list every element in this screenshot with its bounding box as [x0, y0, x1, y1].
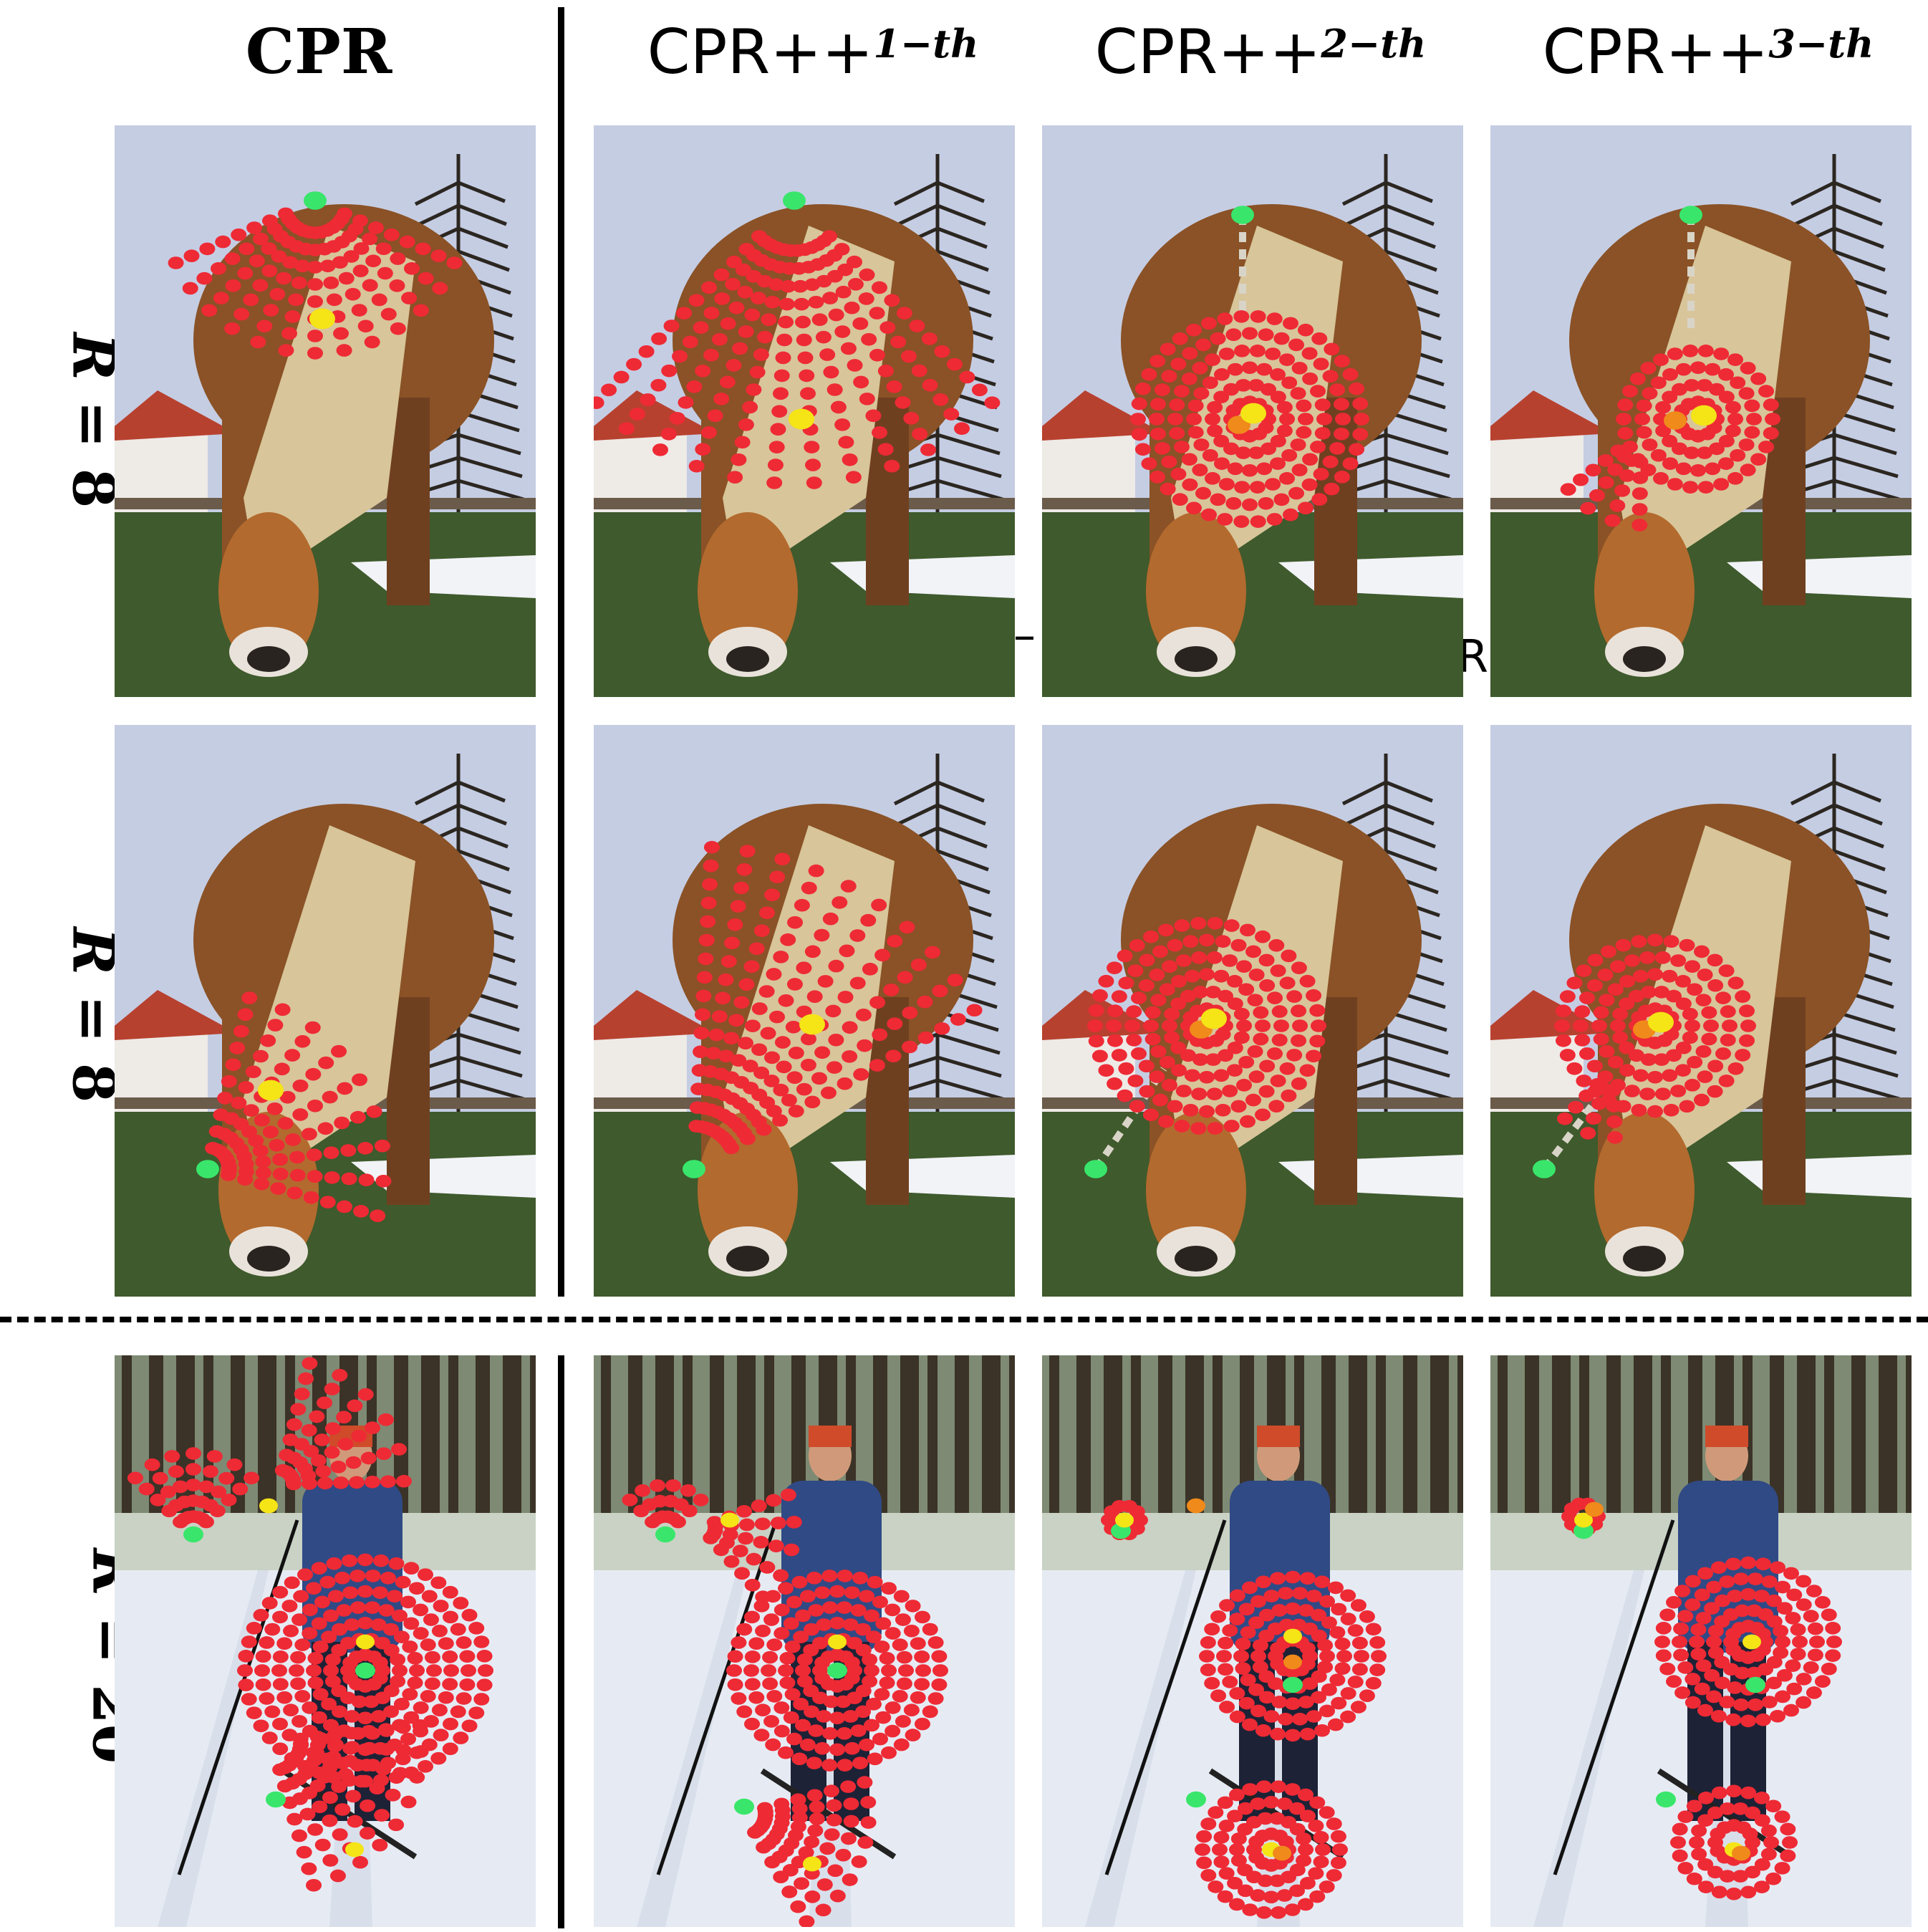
grass: [594, 1112, 1015, 1297]
panel-r1-cpr: [115, 125, 536, 697]
column-title-cprpp-3: CPR++3−th: [1542, 16, 1874, 88]
point-cloud: [196, 991, 392, 1223]
grass: [1490, 1112, 1912, 1297]
point-cloud: [1561, 1497, 1842, 1900]
grass: [1490, 512, 1912, 697]
panel-r3-cpr: [115, 1355, 536, 1927]
horse-head: [218, 512, 319, 670]
panel-r3-cprpp-2: [1042, 1355, 1463, 1927]
panel-r2-cprpp-3: [1490, 725, 1912, 1297]
panel-r1-cprpp-2: [1042, 125, 1463, 697]
row-label-2: R = 8: [59, 927, 127, 1103]
column-title-cpr: CPR: [245, 16, 392, 88]
point-cloud: [594, 191, 1001, 489]
panel-r2-cprpp-1: [594, 725, 1015, 1297]
point-cloud: [683, 840, 983, 1178]
dashed-row-separator: [0, 1317, 1928, 1322]
horse-head: [1594, 1112, 1695, 1269]
point-cloud: [1084, 917, 1326, 1178]
stray-dash-glyph: –: [1013, 609, 1036, 661]
vertical-separator-top: [558, 7, 564, 1297]
grass: [115, 512, 536, 697]
horse-mane: [244, 226, 415, 584]
horse-head: [1594, 512, 1695, 670]
panel-r2-cpr: [115, 725, 536, 1297]
horse-head: [698, 512, 798, 670]
point-cloud: [1560, 206, 1780, 532]
vertical-separator-bottom: [558, 1355, 564, 1928]
grass: [1042, 1112, 1463, 1297]
horse-mane: [723, 226, 895, 584]
point-cloud: [127, 1357, 493, 1892]
panel-r3-cprpp-1: [594, 1355, 1015, 1927]
grass: [1042, 512, 1463, 697]
row-label-3: R = 20: [79, 1548, 148, 1764]
panel-r2-cprpp-2: [1042, 725, 1463, 1297]
point-cloud: [1130, 206, 1369, 528]
point-cloud: [622, 1479, 948, 1927]
column-title-cprpp-1: CPR++1−th: [647, 16, 979, 88]
panel-r1-cprpp-3: [1490, 125, 1912, 697]
horse-head: [1146, 1112, 1246, 1269]
horse-head: [698, 1112, 798, 1269]
horse-head: [1146, 512, 1246, 670]
point-cloud: [1533, 933, 1756, 1178]
panel-r3-cprpp-3: [1490, 1355, 1912, 1927]
grass: [594, 512, 1015, 697]
panel-r1-cprpp-1: [594, 125, 1015, 697]
row-label-1: R = 8: [59, 332, 127, 509]
point-cloud: [168, 191, 463, 360]
column-title-cprpp-2: CPR++2−th: [1094, 16, 1427, 88]
point-cloud: [1101, 1498, 1387, 1919]
